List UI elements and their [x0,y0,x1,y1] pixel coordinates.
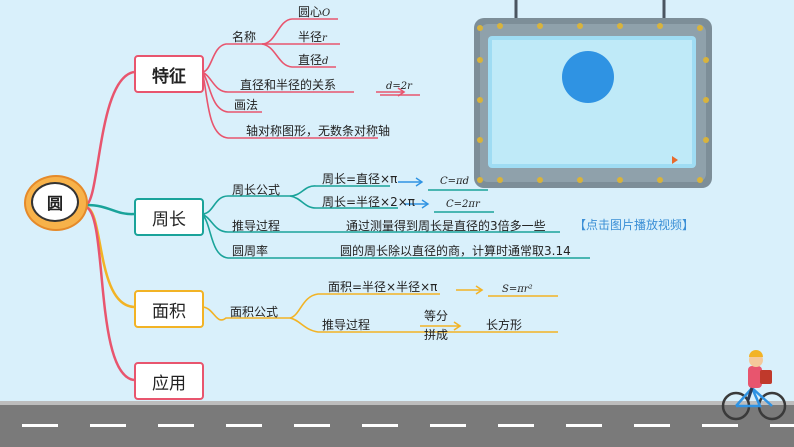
branch-area-label: 面积 [152,301,186,322]
feature-radius-label: 半径 [298,30,323,44]
perimeter-arrows [398,177,430,209]
center-label: 圆 [46,194,63,213]
branch-application: 应用 [134,362,204,400]
feature-diameter: 直径d [298,53,328,69]
perimeter-formula2-result: C=2πr [446,199,480,210]
feature-center-point: 圆心O [298,5,330,21]
connector-application [85,205,135,382]
feature-relation: 直径和半径的关系 [240,78,337,92]
area-result: 长方形 [486,318,523,332]
play-icon[interactable] [672,156,678,164]
perimeter-pi-text: 圆的周长除以直径的商，计算时通常取3.14 [340,244,571,258]
center-node-inner: 圆 [31,182,79,222]
feature-symmetry: 轴对称图形，无数条对称轴 [246,124,391,138]
video-player[interactable] [492,40,692,164]
branch-application-label: 应用 [152,373,186,394]
branch-perimeter-label: 周长 [152,209,186,230]
perimeter-formula1-result: C=πd [440,176,470,187]
perimeter-derivation-text: 通过测量得到周长是直径的3倍多一些 [346,219,546,233]
video-circle-shape [562,51,614,103]
feature-center-symbol: O [322,8,331,19]
feature-radius-symbol: r [322,33,327,44]
feature-radius: 半径r [298,30,327,46]
branch-feature: 特征 [134,55,204,93]
feature-diameter-label: 直径 [298,53,323,67]
frame-rivets [477,23,709,183]
perimeter-formula1: 周长=直径×π [322,172,398,186]
video-hint[interactable]: 【点击图片播放视频】 [574,218,695,232]
perimeter-derivation-label: 推导过程 [232,219,281,233]
perimeter-lines [201,185,590,259]
perimeter-formula-label: 周长公式 [232,183,281,197]
branch-feature-label: 特征 [152,66,186,87]
area-step-bottom: 拼成 [424,328,449,342]
connector-perimeter [85,203,135,216]
feature-center-point-label: 圆心 [298,5,323,19]
area-formula-label: 面积公式 [230,305,279,319]
branch-area: 面积 [134,290,204,328]
area-formula-result: S=πr² [502,284,533,295]
road-dashes [22,424,794,427]
cyclist-illustration [721,350,787,421]
area-step-top: 等分 [424,309,449,323]
area-formula: 面积=半径×半径×π [328,280,438,294]
feature-diameter-symbol: d [322,56,329,67]
perimeter-formula2: 周长=半径×2×π [322,195,416,209]
feature-relation-formula: d=2r [386,81,412,92]
connector-feature [85,70,135,207]
perimeter-pi-label: 圆周率 [232,244,269,258]
area-derivation-label: 推导过程 [322,318,371,332]
branch-perimeter: 周长 [134,198,204,236]
feature-drawing: 画法 [234,98,259,112]
area-lines [201,285,558,333]
feature-name: 名称 [232,30,257,44]
